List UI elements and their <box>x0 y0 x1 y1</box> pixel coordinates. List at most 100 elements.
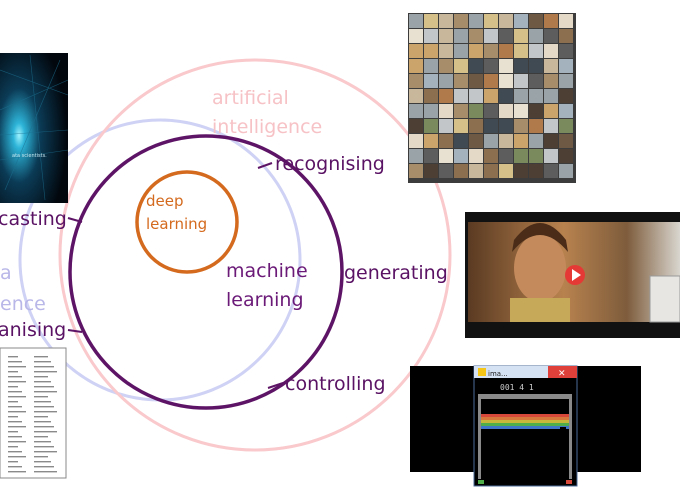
mosaic-tile <box>409 134 423 148</box>
mosaic-tile <box>439 149 453 163</box>
document-line <box>8 466 22 468</box>
mosaic-tile <box>529 164 543 178</box>
mosaic-tile <box>559 149 573 163</box>
document-line <box>8 376 22 378</box>
mosaic-tile <box>439 104 453 118</box>
document-line <box>34 381 51 383</box>
mosaic-tile <box>499 104 513 118</box>
document-line <box>8 366 26 368</box>
mosaic-tile <box>409 29 423 43</box>
dl-label-line1: deep <box>146 192 184 210</box>
mosaic-tile <box>544 149 558 163</box>
document-line <box>34 391 57 393</box>
document-line <box>34 386 54 388</box>
mosaic-tile <box>529 74 543 88</box>
mosaic-tile <box>559 74 573 88</box>
document-line <box>8 436 22 438</box>
mosaic-tile <box>559 104 573 118</box>
window-close-button[interactable] <box>548 366 577 378</box>
mosaic-tile <box>499 134 513 148</box>
mosaic-tile <box>409 149 423 163</box>
mosaic-tile <box>439 29 453 43</box>
document-line <box>34 401 51 403</box>
mosaic-tile <box>469 164 483 178</box>
app-icon <box>478 368 486 376</box>
document-line <box>34 451 57 453</box>
document-line <box>8 471 26 473</box>
actor-face <box>514 234 566 302</box>
document-line <box>34 456 48 458</box>
mosaic-tile <box>529 59 543 73</box>
document-line <box>34 416 48 418</box>
ds-label-line2: ence <box>0 293 46 315</box>
mosaic-tile <box>484 104 498 118</box>
document-line <box>8 456 26 458</box>
mosaic-tile <box>499 89 513 103</box>
mosaic-tile <box>409 119 423 133</box>
mosaic-tile <box>469 59 483 73</box>
mosaic-tile <box>559 59 573 73</box>
mosaic-tile <box>454 89 468 103</box>
mosaic-tile <box>499 44 513 58</box>
document-line <box>8 361 22 363</box>
mosaic-tile <box>499 14 513 28</box>
mosaic-tile <box>469 134 483 148</box>
mosaic-tile <box>469 44 483 58</box>
recognising-connector <box>257 162 273 169</box>
mosaic-tile <box>469 14 483 28</box>
mosaic-tile <box>559 119 573 133</box>
document-line <box>8 416 18 418</box>
mosaic-tile <box>544 29 558 43</box>
mosaic-tile <box>544 119 558 133</box>
mosaic-tile <box>484 29 498 43</box>
mosaic-tile <box>529 104 543 118</box>
mosaic-tile <box>544 164 558 178</box>
mosaic-tile <box>439 14 453 28</box>
mosaic-tile <box>484 149 498 163</box>
document-thumbnail <box>0 347 67 479</box>
mosaic-tile <box>544 74 558 88</box>
mosaic-tile <box>544 104 558 118</box>
document-line <box>8 431 18 433</box>
game-window-title: ima... <box>488 370 508 378</box>
document-line <box>34 441 51 443</box>
mosaic-tile <box>424 14 438 28</box>
mosaic-tile <box>409 59 423 73</box>
document-line <box>8 391 22 393</box>
document-line <box>8 446 18 448</box>
document-line <box>34 471 57 473</box>
mosaic-tile <box>424 134 438 148</box>
deep-learning-circle <box>135 170 239 274</box>
mosaic-tile <box>424 29 438 43</box>
mosaic-tile <box>544 14 558 28</box>
forecasting-connector <box>67 217 83 223</box>
mosaic-tile <box>514 59 528 73</box>
document-line <box>34 356 48 358</box>
document-line <box>8 386 18 388</box>
video-frame-thumbnail <box>465 212 680 338</box>
mosaic-tile <box>499 29 513 43</box>
play-icon <box>572 269 581 281</box>
mosaic-tile <box>529 134 543 148</box>
ml-label-line2: learning <box>226 289 304 311</box>
organising-connector <box>67 329 83 333</box>
mosaic-tile <box>499 119 513 133</box>
mosaic-tile <box>439 134 453 148</box>
mosaic-tile <box>514 104 528 118</box>
document-line <box>8 441 26 443</box>
mosaic-tile <box>424 74 438 88</box>
image-grid-thumbnail <box>408 13 576 183</box>
mosaic-tile <box>544 59 558 73</box>
document-line <box>34 411 57 413</box>
mosaic-tile <box>454 44 468 58</box>
space-network-thumbnail: ata scientists. <box>0 53 69 203</box>
space-caption: ata scientists. <box>12 153 47 159</box>
controlling-label: controlling <box>285 373 386 395</box>
mosaic-tile <box>559 29 573 43</box>
document-line <box>34 431 57 433</box>
document-line <box>34 461 51 463</box>
mosaic-tile <box>514 74 528 88</box>
document-line <box>34 361 51 363</box>
mosaic-tile <box>454 29 468 43</box>
